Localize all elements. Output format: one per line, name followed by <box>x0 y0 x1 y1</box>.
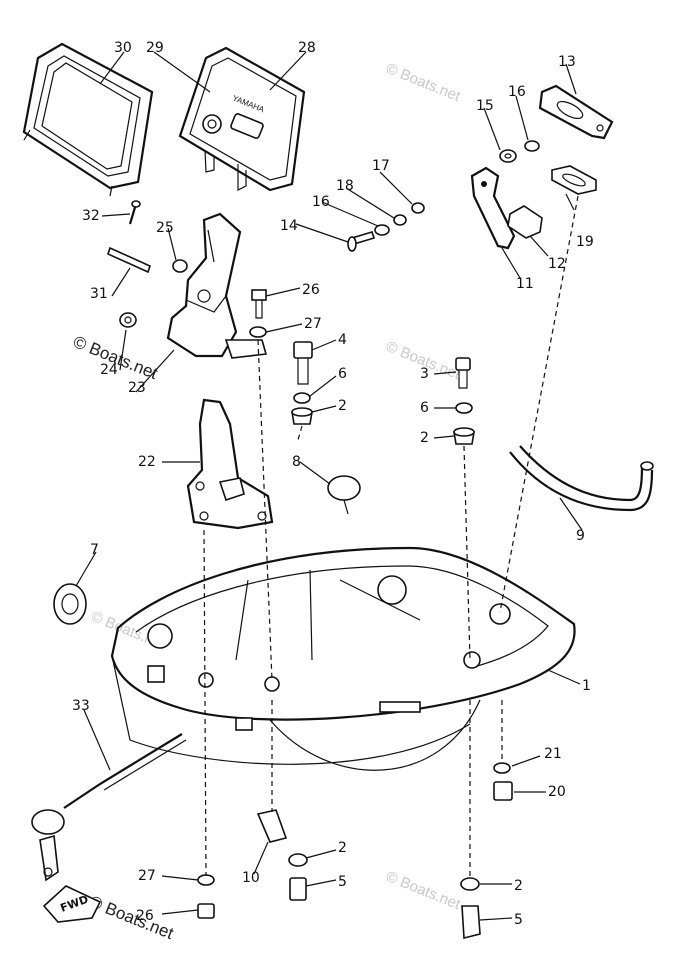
callout-22: 22 <box>138 454 156 470</box>
callout-11: 11 <box>516 276 534 292</box>
part-31-rod <box>107 246 151 274</box>
callout-5: 5 <box>338 874 347 890</box>
bolt-20 <box>493 781 513 801</box>
callout-7: 7 <box>90 542 99 558</box>
callout-5: 5 <box>514 912 523 928</box>
bolt-3 <box>455 357 471 389</box>
washer-16a <box>524 140 540 152</box>
grommet-2c <box>288 853 308 867</box>
bolt-14 <box>347 231 376 252</box>
bushing-17 <box>411 202 425 214</box>
callout-26: 26 <box>136 908 154 924</box>
part-19-slider <box>551 165 597 195</box>
callout-2: 2 <box>514 878 523 894</box>
part-33-cable <box>31 733 187 882</box>
part-12-block <box>507 205 543 239</box>
washer-21 <box>493 762 511 774</box>
callout-19: 19 <box>576 234 594 250</box>
callout-3: 3 <box>420 366 429 382</box>
callout-30: 30 <box>114 40 132 56</box>
bolt-26a <box>251 289 267 319</box>
callout-23: 23 <box>128 380 146 396</box>
part-10-clip <box>256 809 288 843</box>
callout-28: 28 <box>298 40 316 56</box>
callout-1: 1 <box>582 678 591 694</box>
callout-13: 13 <box>558 54 576 70</box>
panel-brand: YAMAHA <box>231 94 266 115</box>
callout-9: 9 <box>576 528 585 544</box>
callout-20: 20 <box>548 784 566 800</box>
leader-lines <box>75 51 583 921</box>
part-23-lever <box>166 212 268 359</box>
part-30-frame <box>22 42 154 197</box>
callout-2: 2 <box>420 430 429 446</box>
fwd-arrow: FWD <box>42 885 102 923</box>
callout-18: 18 <box>336 178 354 194</box>
part-9-hose <box>509 445 654 512</box>
washer-6b <box>455 402 473 414</box>
callout-27: 27 <box>304 316 322 332</box>
callout-15: 15 <box>476 98 494 114</box>
bolt-26b <box>197 903 215 919</box>
washer-15 <box>499 149 517 163</box>
callout-16: 16 <box>508 84 526 100</box>
collar-5b <box>461 905 481 940</box>
part-13-plate <box>538 84 614 140</box>
washer-6a <box>293 392 311 404</box>
part-32-pin <box>128 200 141 225</box>
part-7-grommet <box>53 583 87 625</box>
washer-16b <box>374 224 390 236</box>
callout-26: 26 <box>302 282 320 298</box>
callout-32: 32 <box>82 208 100 224</box>
callout-4: 4 <box>338 332 347 348</box>
callout-14: 14 <box>280 218 298 234</box>
callout-33: 33 <box>72 698 90 714</box>
callout-29: 29 <box>146 40 164 56</box>
assembly-lines <box>203 195 579 880</box>
callout-24: 24 <box>100 362 118 378</box>
bolt-4 <box>293 341 313 385</box>
callout-16: 16 <box>312 194 330 210</box>
callout-27: 27 <box>138 868 156 884</box>
callout-21: 21 <box>544 746 562 762</box>
callout-6: 6 <box>338 366 347 382</box>
callout-6: 6 <box>420 400 429 416</box>
washer-18 <box>393 214 407 226</box>
watermark: © Boats.net <box>87 892 177 943</box>
callout-2: 2 <box>338 840 347 856</box>
callout-8: 8 <box>292 454 301 470</box>
part-22-bracket <box>186 398 274 530</box>
washer-27b <box>197 874 215 886</box>
callout-25: 25 <box>156 220 174 236</box>
part-1-bottom-cowling <box>110 546 576 771</box>
grommet-2d <box>460 877 480 891</box>
callout-2: 2 <box>338 398 347 414</box>
part-8-plug <box>327 475 361 515</box>
watermark: © Boats.net <box>384 60 464 106</box>
grommet-2a <box>291 407 313 425</box>
part-28-panel: YAMAHA <box>178 46 306 192</box>
callout-12: 12 <box>548 256 566 272</box>
grommet-2b <box>453 427 475 445</box>
washer-27a <box>249 326 267 338</box>
callout-17: 17 <box>372 158 390 174</box>
part-24-grommet <box>119 312 137 328</box>
callout-31: 31 <box>90 286 108 302</box>
part-25-collar <box>172 259 188 273</box>
watermark: © Boats.net <box>384 868 464 914</box>
part-11-bracket <box>470 166 516 250</box>
callout-10: 10 <box>242 870 260 886</box>
callout-labels: 30 29 28 13 16 15 17 18 16 14 19 12 11 3… <box>72 40 594 928</box>
collar-5a <box>289 877 307 901</box>
